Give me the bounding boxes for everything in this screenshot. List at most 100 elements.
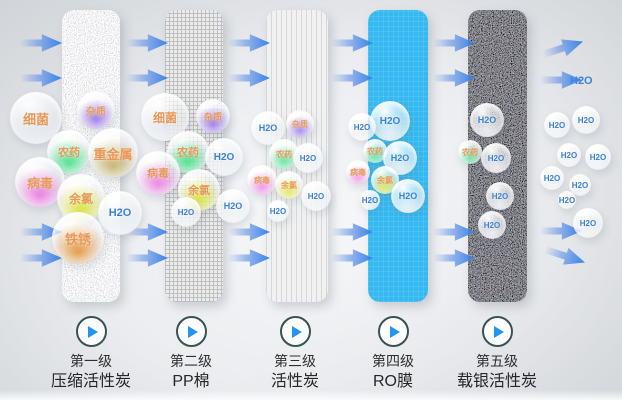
bottom-highlight — [0, 390, 622, 400]
water-bubble: H2O — [301, 181, 331, 211]
water-bubble: H2O — [216, 189, 250, 223]
play-button-stage-1[interactable] — [75, 316, 107, 347]
bubble-label: 杂质 — [203, 111, 222, 122]
contaminant-bubble: 病毒 — [346, 160, 370, 184]
bubble-label: 农药 — [462, 147, 478, 157]
bubble-label: 余氯 — [377, 175, 393, 185]
bubble-label: H2O — [177, 207, 195, 217]
contaminant-bubble: 病毒 — [15, 157, 65, 207]
flow-arrow-icon — [331, 223, 373, 241]
bubble-label: 杂质 — [292, 119, 308, 129]
stage-number-label: 第二级 — [170, 353, 212, 369]
water-bubble: H2O — [470, 103, 504, 137]
water-bubble: H2O — [205, 138, 243, 176]
water-bubble: H2O — [540, 166, 564, 190]
water-bubble: H2O — [370, 101, 410, 141]
bubble-label: H2O — [258, 123, 278, 133]
water-bubble: H2O — [293, 143, 323, 173]
bubble-label: H2O — [579, 218, 597, 228]
play-button-stage-3[interactable] — [279, 316, 311, 347]
flow-arrow-icon — [228, 223, 270, 241]
water-bubble: H2O — [572, 106, 600, 134]
bubble-label: 余氯 — [68, 191, 93, 206]
flow-arrow-icon — [228, 34, 270, 52]
water-bubble: H2O — [481, 143, 511, 173]
contaminant-bubble: 余氯 — [275, 171, 303, 199]
bubble-label: 农药 — [58, 147, 80, 159]
flow-arrow-icon — [542, 239, 589, 273]
bubble-label: H2O — [398, 191, 418, 201]
bubble-label: H2O — [213, 151, 235, 163]
water-bubble: H2O — [558, 191, 576, 209]
bubble-label: H2O — [379, 115, 401, 127]
bubble-label: H2O — [108, 207, 132, 219]
stage-number-label: 第四级 — [372, 353, 414, 369]
bubble-label: H2O — [361, 195, 379, 205]
water-bubble: H2O — [391, 179, 425, 213]
bubble-label: H2O — [353, 122, 371, 132]
flow-arrow-icon — [331, 249, 373, 267]
bubble-label: 农药 — [177, 147, 199, 159]
bubble-label: 农药 — [367, 146, 383, 156]
bubble-label: H2O — [269, 206, 287, 216]
contaminant-bubble: 病毒 — [136, 151, 180, 195]
stage-name-label: 活性炭 — [270, 373, 319, 390]
bubble-label: 余氯 — [188, 185, 210, 197]
stage-name-label: RO膜 — [372, 373, 413, 390]
bubble-label: 细菌 — [152, 110, 177, 125]
contaminant-bubble: 杂质 — [196, 99, 230, 133]
stage-number-label: 第五级 — [476, 353, 518, 369]
water-bubble: H2O — [557, 143, 581, 167]
bubble-label: 铁锈 — [64, 231, 91, 247]
contaminant-bubble: 重金属 — [88, 128, 138, 178]
water-bubble: H2O — [573, 208, 603, 238]
water-bubble: H2O — [360, 190, 380, 210]
bubble-label: 细菌 — [22, 111, 49, 127]
flow-arrow-icon — [20, 34, 62, 52]
play-icon — [187, 325, 198, 338]
flow-arrow-icon — [20, 69, 62, 87]
bubble-label: 农药 — [276, 149, 292, 159]
contaminant-bubble: 杂质 — [286, 110, 314, 138]
bubble-label: H2O — [548, 120, 566, 130]
stage-caption-3: 第三级活性炭 — [240, 316, 350, 393]
bubble-label: 病毒 — [350, 167, 366, 177]
bubble-label: 病毒 — [26, 175, 53, 191]
play-icon — [389, 325, 400, 338]
bubble-label: 病毒 — [254, 175, 270, 185]
stage-name-label: 压缩活性炭 — [50, 373, 131, 390]
contaminant-bubble: 农药 — [458, 140, 482, 164]
water-bubble: H2O — [267, 200, 289, 222]
flow-arrow-icon — [540, 31, 587, 65]
water-bubble: H2O — [486, 182, 514, 210]
play-button-stage-4[interactable] — [377, 316, 409, 347]
bubble-label: 重金属 — [93, 146, 133, 162]
bubble-label: H2O — [560, 150, 578, 160]
stage-caption-1: 第一级压缩活性炭 — [36, 316, 146, 393]
bubble-label: H2O — [487, 153, 505, 163]
contaminant-bubble: 病毒 — [247, 165, 277, 195]
bubble-label: H2O — [299, 153, 317, 163]
bubble-label: 杂质 — [86, 106, 106, 118]
flow-arrow-icon — [126, 249, 168, 267]
water-bubble: H2O — [585, 144, 611, 170]
bubble-label: H2O — [491, 191, 509, 201]
water-bubble: H2O — [569, 174, 591, 196]
bubble-label: H2O — [390, 153, 410, 163]
stage-number-label: 第三级 — [274, 353, 316, 369]
flow-arrow-icon — [331, 69, 373, 87]
bubble-label: H2O — [543, 173, 561, 183]
water-bubble: H2O — [171, 197, 201, 227]
stage-caption-5: 第五级载银活性炭 — [442, 316, 552, 393]
stage-name-label: PP棉 — [172, 373, 210, 390]
water-bubble: H2O — [478, 211, 506, 239]
contaminant-bubble: 杂质 — [77, 91, 115, 129]
bubble-label: H2O — [571, 180, 589, 190]
stage-number-label: 第一级 — [70, 353, 112, 369]
bubble-label: 余氯 — [281, 180, 297, 190]
bubble-label: 病毒 — [147, 168, 169, 180]
play-button-stage-2[interactable] — [175, 316, 207, 347]
play-button-stage-5[interactable] — [481, 316, 513, 347]
water-bubble: H2O — [348, 113, 376, 141]
